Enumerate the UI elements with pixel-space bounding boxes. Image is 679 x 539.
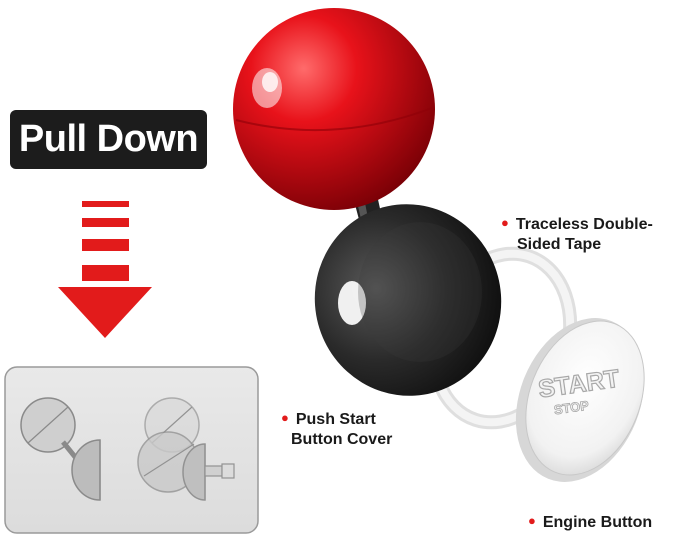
cover-label-line1: Push Start — [295, 411, 376, 428]
pull-down-arrow — [58, 201, 152, 338]
knob-after-diagram — [137, 397, 235, 501]
bullet-icon: ● — [501, 215, 509, 230]
tape-label-line1: Traceless Double- — [515, 216, 653, 233]
tape-callout: ● Traceless Double- Sided Tape — [501, 213, 653, 255]
cover-callout: ● Push Start Button Cover — [281, 408, 392, 450]
tape-label-line2: Sided Tape — [517, 236, 602, 253]
pull-down-label: Pull Down — [18, 118, 199, 160]
bullet-icon: ● — [281, 410, 289, 425]
engine-callout: ● Engine Button — [528, 511, 652, 533]
engine-button-disc — [515, 318, 645, 482]
cover-label-line2: Button Cover — [291, 431, 393, 448]
knob-before-diagram — [20, 397, 101, 501]
red-knob-ball — [233, 8, 435, 210]
pull-down-badge: Pull Down — [10, 110, 207, 169]
engine-label: Engine Button — [542, 514, 653, 531]
engine-button-stop-text: STOP — [553, 398, 590, 418]
button-cover-cap — [314, 204, 502, 396]
installation-diagram — [4, 366, 259, 534]
bullet-icon: ● — [528, 513, 536, 528]
